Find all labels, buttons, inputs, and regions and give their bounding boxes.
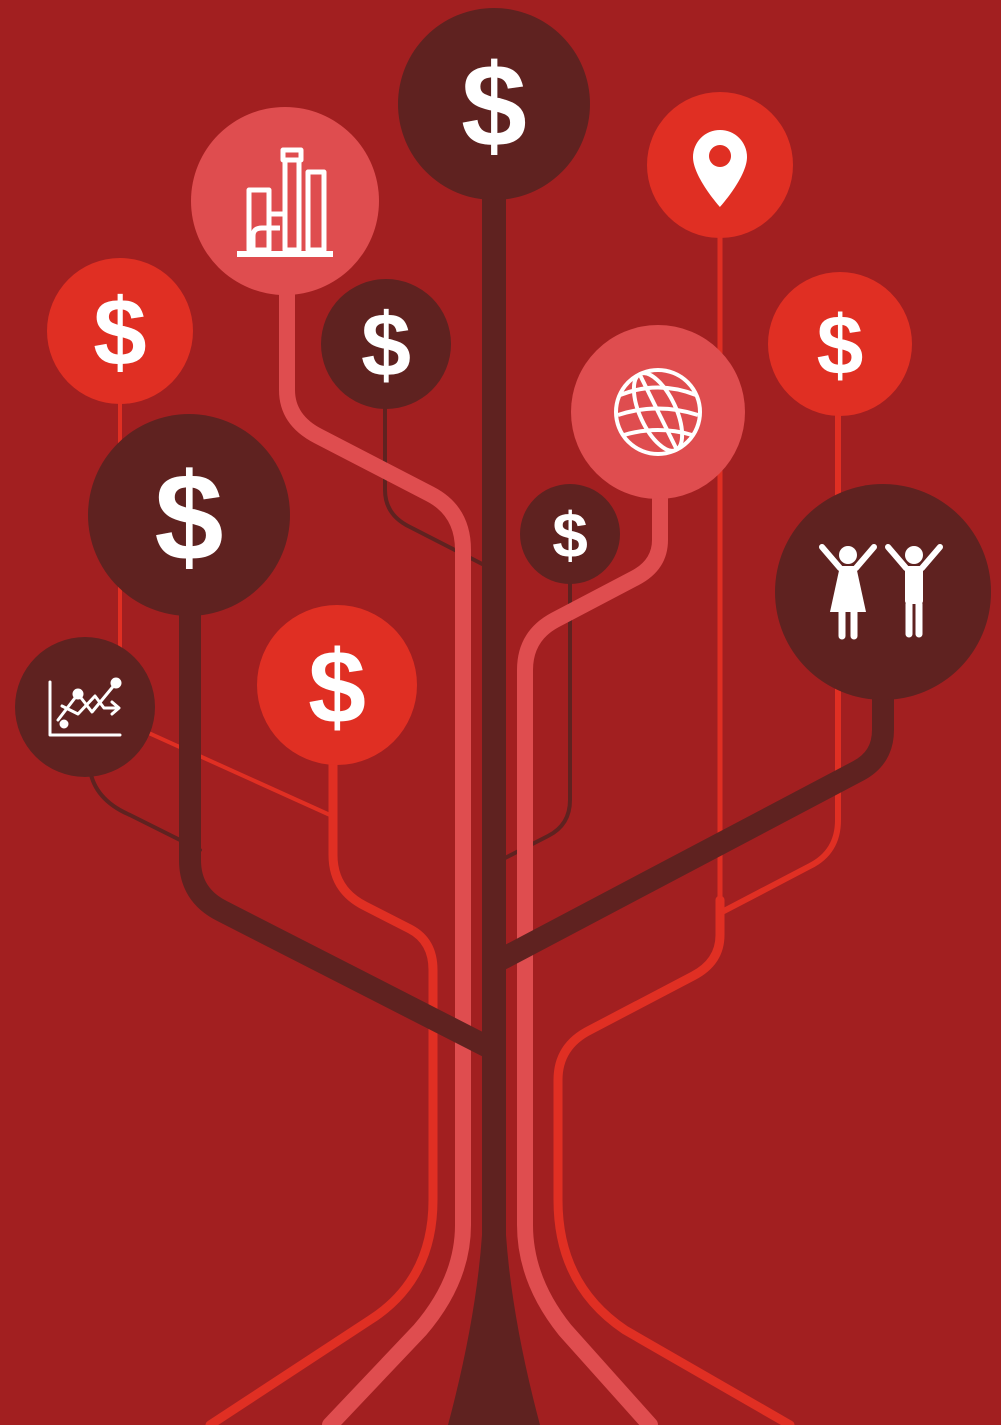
trunk-root: [448, 1235, 540, 1425]
node-right-dollar: $: [768, 272, 912, 416]
node-circle: [520, 484, 620, 584]
node-people: [775, 484, 991, 700]
node-circle: [768, 272, 912, 416]
node-circle: [775, 484, 991, 700]
branch-right-dollar: [719, 412, 841, 915]
branch-big-dollar: [179, 589, 501, 1059]
branch-lower-dollar: [205, 755, 438, 1425]
node-left-dollar: $: [47, 258, 193, 404]
branch-factory: [279, 282, 471, 1425]
branch-location-root: [553, 895, 795, 1425]
globe-icon: [614, 368, 702, 456]
dollar-icon: $: [93, 279, 146, 386]
node-lower-dollar: $: [257, 605, 417, 765]
dollar-icon: $: [461, 40, 527, 172]
medium-branches: [205, 282, 795, 1425]
node-big-dollar: $: [88, 414, 290, 616]
people-icon: [819, 544, 943, 640]
dollar-icon: $: [552, 499, 588, 571]
node-small-dollar: $: [520, 484, 620, 584]
node-factory: [191, 107, 379, 295]
node-circle: [47, 258, 193, 404]
dark-branches: [179, 178, 894, 1252]
factory-icon: [237, 147, 333, 257]
branch-mid-dollar: [383, 403, 492, 570]
node-circle: [398, 8, 590, 200]
node-globe: [571, 325, 745, 499]
dollar-icon: $: [308, 630, 366, 746]
branch-small-dollar: [503, 578, 572, 860]
node-circle: [647, 92, 793, 238]
dollar-icon: $: [817, 298, 864, 392]
node-mid-dollar: $: [321, 279, 451, 409]
location-pin-icon: [693, 130, 747, 207]
node-chart: [15, 637, 155, 777]
dollar-icon: $: [155, 449, 224, 587]
dollar-icon: $: [361, 296, 411, 396]
node-top-dollar: $: [398, 8, 590, 200]
node-location: [647, 92, 793, 238]
node-circle: [321, 279, 451, 409]
line-chart-icon: [48, 677, 122, 737]
node-circle: [257, 605, 417, 765]
node-circle: [88, 414, 290, 616]
branch-people: [489, 679, 894, 971]
branch-globe: [517, 487, 668, 1425]
